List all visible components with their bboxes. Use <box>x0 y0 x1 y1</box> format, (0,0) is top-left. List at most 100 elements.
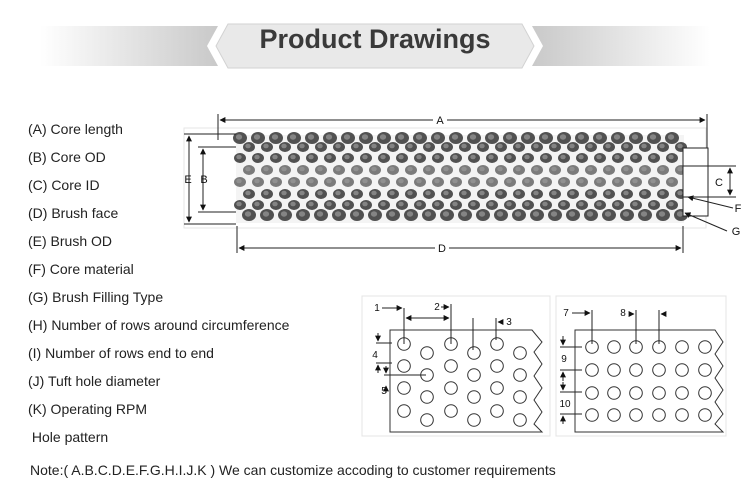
tuft-highlight <box>452 154 458 160</box>
tuft-highlight <box>433 134 441 140</box>
tuft-highlight <box>550 211 558 217</box>
tuft-highlight <box>470 154 476 160</box>
page-title: Product Drawings <box>259 24 491 54</box>
tuft-highlight <box>308 154 314 160</box>
tuft-highlight <box>236 154 242 160</box>
dim-label-b: B <box>200 174 207 186</box>
tuft-hole <box>607 408 621 422</box>
tuft-highlight <box>469 134 477 140</box>
tuft-highlight <box>317 143 323 149</box>
tuft-highlight <box>263 166 269 172</box>
tuft-highlight <box>361 134 369 140</box>
tuft-highlight <box>533 166 539 172</box>
tuft-highlight <box>623 166 629 172</box>
tuft-highlight <box>299 166 305 172</box>
tuft-highlight <box>262 211 270 217</box>
tuft-hole <box>629 408 643 422</box>
tuft-highlight <box>515 190 521 196</box>
tuft-highlight <box>344 201 350 207</box>
tuft-highlight <box>235 134 243 140</box>
tuft-highlight <box>614 154 620 160</box>
tuft-highlight <box>668 201 674 207</box>
callout-label-10: 10 <box>559 399 571 410</box>
tuft-hole <box>698 386 712 400</box>
dim-label-f: F <box>735 203 742 215</box>
banner-center-plate <box>215 23 535 69</box>
tuft-highlight <box>506 154 512 160</box>
tuft-highlight <box>254 154 260 160</box>
tuft-hole <box>420 346 434 360</box>
tuft-highlight <box>587 190 593 196</box>
tuft-highlight <box>416 154 422 160</box>
tuft-highlight <box>506 178 512 184</box>
tuft-hole <box>467 413 481 427</box>
tuft-hole <box>585 386 599 400</box>
tuft-highlight <box>577 134 585 140</box>
tuft-highlight <box>640 211 648 217</box>
tuft-highlight <box>425 143 431 149</box>
tuft-highlight <box>254 201 260 207</box>
tuft-highlight <box>641 166 647 172</box>
tuft-highlight <box>317 190 323 196</box>
tuft-highlight <box>325 134 333 140</box>
tuft-highlight <box>676 211 684 217</box>
tuft-highlight <box>371 143 377 149</box>
tuft-highlight <box>505 134 513 140</box>
tuft-highlight <box>362 154 368 160</box>
tuft-highlight <box>434 154 440 160</box>
leader-g <box>684 212 728 232</box>
tuft-highlight <box>668 154 674 160</box>
tuft-highlight <box>263 143 269 149</box>
tuft-highlight <box>272 154 278 160</box>
spec-label-brush-filling-type: (G) Brush Filling Type <box>28 289 164 305</box>
tuft-highlight <box>416 178 422 184</box>
tuft-highlight <box>379 134 387 140</box>
tuft-highlight <box>353 166 359 172</box>
tuft-highlight <box>353 190 359 196</box>
hole-pattern-inline: 7 8 9 10 <box>555 295 727 437</box>
tuft-highlight <box>641 190 647 196</box>
tuft-hole <box>513 413 527 427</box>
tuft-highlight <box>316 211 324 217</box>
tuft-highlight <box>245 190 251 196</box>
tuft-highlight <box>587 166 593 172</box>
tuft-highlight <box>631 134 639 140</box>
tuft-hole <box>490 359 504 373</box>
tuft-highlight <box>614 178 620 184</box>
tuft-highlight <box>299 143 305 149</box>
tuft-highlight <box>272 178 278 184</box>
tuft-hole <box>490 381 504 395</box>
tuft-highlight <box>388 211 396 217</box>
tuft-highlight <box>424 211 432 217</box>
tuft-highlight <box>658 211 666 217</box>
tuft-highlight <box>532 211 540 217</box>
tuft-highlight <box>514 211 522 217</box>
tuft-hole <box>607 340 621 354</box>
tuft-highlight <box>488 154 494 160</box>
tuft-highlight <box>263 190 269 196</box>
callout-label-2: 2 <box>434 302 440 313</box>
tuft-highlight <box>614 201 620 207</box>
tuft-highlight <box>515 166 521 172</box>
dim-label-a: A <box>436 115 444 127</box>
tuft-highlight <box>398 178 404 184</box>
tuft-hole <box>698 340 712 354</box>
tuft-hole <box>607 386 621 400</box>
tuft-highlight <box>551 143 557 149</box>
tuft-highlight <box>281 166 287 172</box>
tuft-highlight <box>389 166 395 172</box>
tuft-highlight <box>586 211 594 217</box>
tuft-highlight <box>461 166 467 172</box>
tuft-hole <box>675 340 689 354</box>
tuft-hole <box>652 408 666 422</box>
tuft-highlight <box>452 178 458 184</box>
tuft-highlight <box>596 201 602 207</box>
dim-label-c: C <box>715 177 723 189</box>
tuft-highlight <box>479 143 485 149</box>
tuft-highlight <box>578 154 584 160</box>
tuft-hole <box>397 381 411 395</box>
tuft-highlight <box>245 166 251 172</box>
tuft-highlight <box>244 211 252 217</box>
tuft-highlight <box>650 154 656 160</box>
tuft-highlight <box>253 134 261 140</box>
